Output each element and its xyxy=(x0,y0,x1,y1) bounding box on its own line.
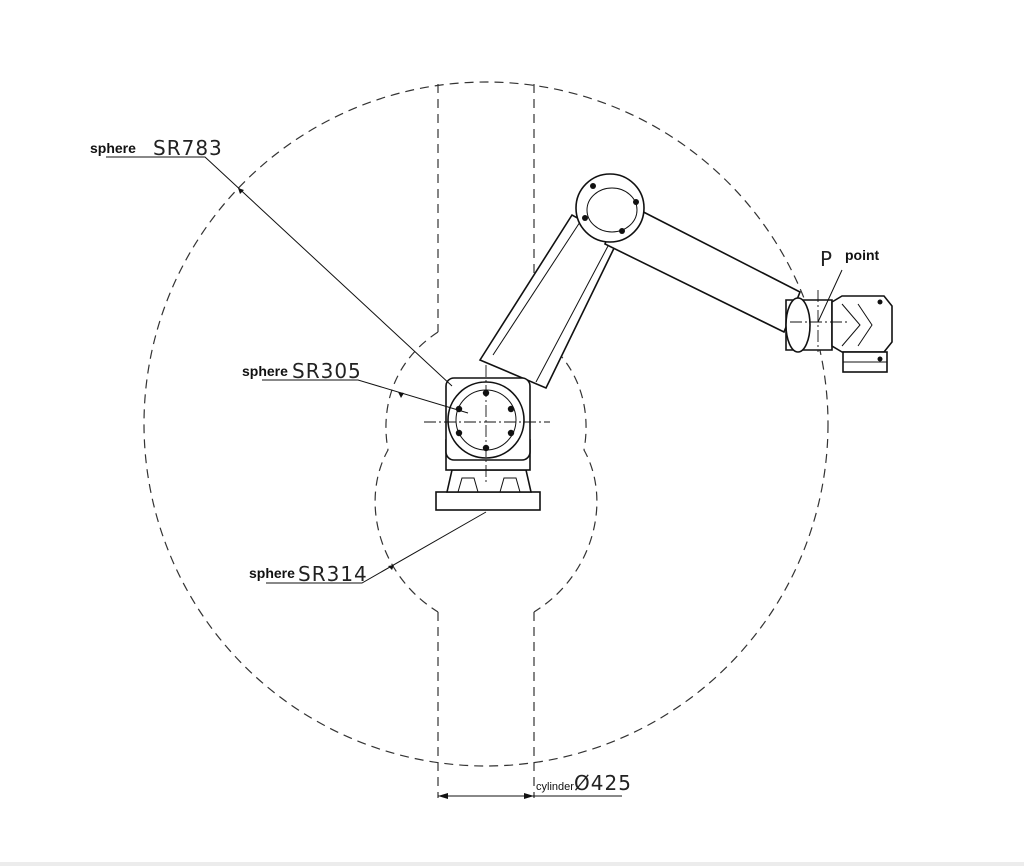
inner-workspace-boundary xyxy=(374,331,598,613)
label-sr783: sphere SR783 xyxy=(90,136,453,387)
label-cylinder: cylinder Ø425 xyxy=(438,771,632,799)
sr305-value: SR305 xyxy=(292,359,362,383)
p-text: point xyxy=(845,247,880,263)
cylinder-prefix: cylinder xyxy=(536,781,574,793)
p-symbol: P xyxy=(820,247,833,271)
label-p-point: P point xyxy=(817,247,880,323)
sr783-value: SR783 xyxy=(153,136,223,160)
sr314-value: SR314 xyxy=(298,562,368,586)
outer-workspace-sphere xyxy=(143,81,829,767)
sr314-prefix: sphere xyxy=(249,565,295,581)
label-sr314: sphere SR314 xyxy=(249,511,487,586)
wrist-assembly xyxy=(785,290,893,373)
robot-arm xyxy=(424,173,893,511)
shoulder-joint xyxy=(424,365,550,485)
sr305-prefix: sphere xyxy=(242,363,288,379)
label-sr305: sphere SR305 xyxy=(242,359,469,414)
sr783-prefix: sphere xyxy=(90,140,136,156)
bottom-strip xyxy=(0,862,1024,866)
upper-arm xyxy=(478,213,620,390)
elbow-joint xyxy=(575,173,645,243)
cylinder-value: Ø425 xyxy=(574,771,632,795)
